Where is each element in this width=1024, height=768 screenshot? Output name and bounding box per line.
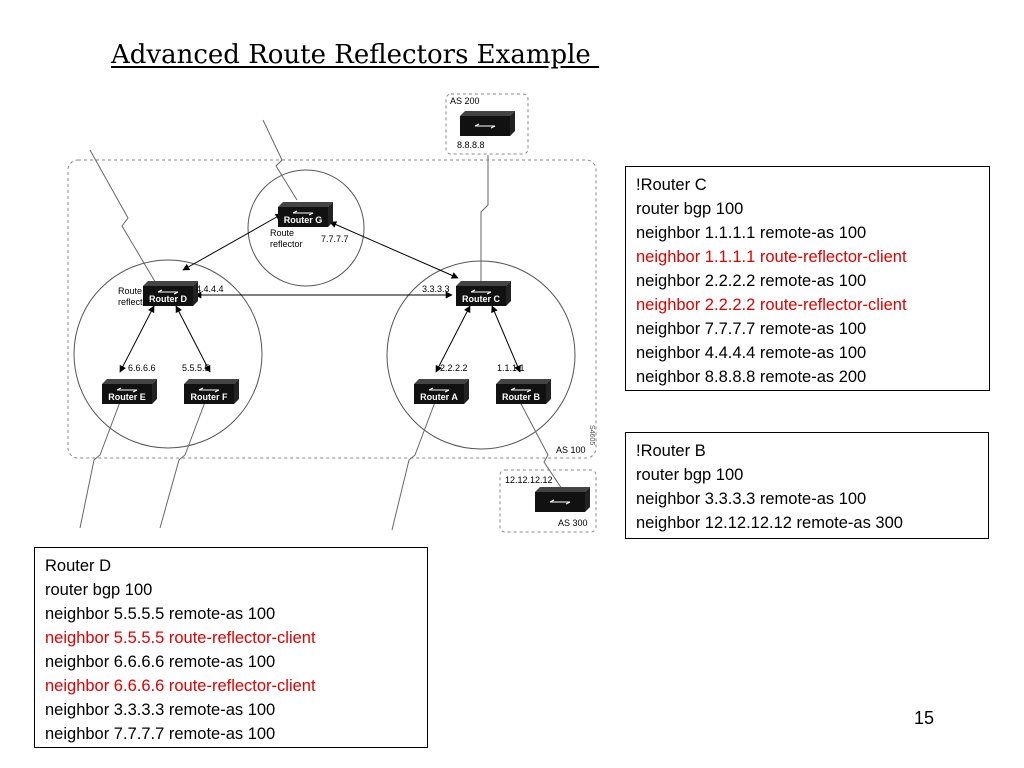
external-link: [159, 401, 206, 529]
config-line: neighbor 6.6.6.6 remote-as 100: [45, 653, 276, 671]
as300-boundary: [499, 469, 597, 533]
ip-label-a: 2.2.2.2: [440, 363, 468, 373]
external-link: [262, 119, 298, 201]
as100-label: AS 100: [556, 445, 586, 455]
router-as200: [459, 110, 516, 137]
router-b-config-box: !Router B router bgp 100 neighbor 3.3.3.3 …: [625, 432, 989, 539]
page-number: 15: [914, 708, 935, 728]
router-a: Router A: [413, 378, 470, 405]
external-link: [480, 155, 489, 282]
config-line: Router D: [45, 557, 112, 575]
config-line: neighbor 1.1.1.1 remote-as 100: [636, 224, 867, 242]
link-d-f: [175, 305, 211, 373]
ip-label-f: 5.5.5.5: [182, 363, 210, 373]
config-line: neighbor 7.7.7.7 remote-as 100: [45, 725, 276, 743]
external-link: [391, 401, 436, 531]
config-line: neighbor 8.8.8.8 remote-as 200: [636, 368, 867, 386]
config-line: neighbor 3.3.3.3 remote-as 100: [45, 701, 276, 719]
config-line: neighbor 12.12.12.12 remote-as 300: [636, 514, 903, 532]
router-c: Router C: [455, 280, 512, 307]
as300-label: AS 300: [558, 518, 588, 528]
link-c-b: [491, 305, 521, 373]
config-line: router bgp 100: [45, 581, 153, 599]
router-g: Router G: [277, 201, 334, 228]
config-line: !Router B: [636, 442, 706, 460]
as100-boundary: [67, 159, 597, 459]
ip-label-as300: 12.12.12.12: [505, 475, 553, 485]
config-line: neighbor 5.5.5.5 remote-as 100: [45, 605, 276, 623]
ip-label-c: 3.3.3.3: [422, 284, 450, 294]
ip-label-g: 7.7.7.7: [321, 234, 349, 244]
config-line: neighbor 7.7.7.7 remote-as 100: [636, 320, 867, 338]
svg-text:Router A: Router A: [420, 392, 458, 402]
ip-label-as200: 8.8.8.8: [457, 140, 485, 150]
svg-text:Router E: Router E: [108, 392, 146, 402]
as200-label: AS 200: [450, 96, 480, 106]
config-line: neighbor 6.6.6.6 route-reflector-client: [45, 677, 316, 695]
link-d-e: [119, 305, 155, 373]
config-line: neighbor 3.3.3.3 remote-as 100: [636, 490, 867, 508]
config-line: router bgp 100: [636, 466, 744, 484]
config-line: !Router C: [636, 176, 707, 194]
link-c-a: [435, 305, 471, 373]
config-line: neighbor 2.2.2.2 remote-as 100: [636, 272, 867, 290]
config-line: neighbor 1.1.1.1 route-reflector-client: [636, 248, 907, 266]
router-e: Router E: [101, 378, 158, 405]
link-g-c: [329, 221, 459, 279]
svg-text:Router B: Router B: [502, 392, 541, 402]
router-d: Router D: [142, 280, 199, 307]
router-as300: [534, 486, 591, 513]
svg-text:Router F: Router F: [191, 392, 229, 402]
svg-text:Router D: Router D: [149, 294, 188, 304]
cluster-d: [73, 259, 263, 449]
config-line: neighbor 5.5.5.5 route-reflector-client: [45, 629, 316, 647]
ip-label-b: 1.1.1.1: [497, 363, 525, 373]
as200-boundary: [445, 93, 529, 155]
config-line: neighbor 4.4.4.4 remote-as 100: [636, 344, 867, 362]
ip-label-d: 4.4.4.4: [196, 284, 224, 294]
cluster-g: [247, 169, 365, 287]
link-g-d: [182, 213, 283, 271]
slide-title: Advanced Route Reflectors Example: [111, 40, 600, 70]
external-link: [89, 149, 161, 291]
external-link: [79, 401, 121, 529]
external-link: [519, 401, 569, 499]
figure-id: S4605: [588, 425, 595, 445]
ip-label-e: 6.6.6.6: [128, 363, 156, 373]
router-c-config-box: !Router C router bgp 100 neighbor 1.1.1.1 …: [625, 166, 990, 391]
svg-text:Router G: Router G: [284, 215, 323, 225]
config-line: neighbor 2.2.2.2 route-reflector-client: [636, 296, 907, 314]
config-line: router bgp 100: [636, 200, 744, 218]
router-f: Router F: [183, 378, 240, 405]
router-d-config-box: Router D router bgp 100 neighbor 5.5.5.5 r…: [34, 547, 428, 748]
router-b: Router B: [495, 378, 552, 405]
svg-text:Router C: Router C: [462, 294, 501, 304]
